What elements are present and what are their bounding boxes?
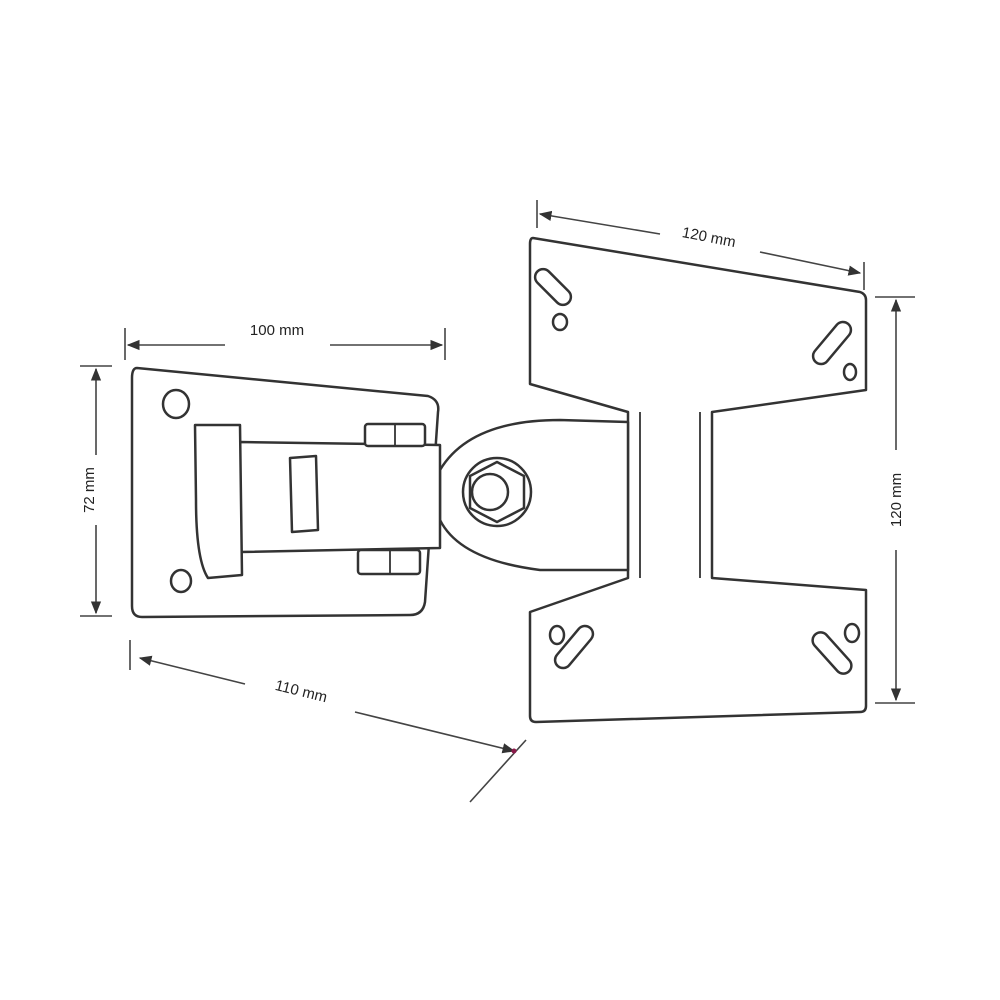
dimension-wall-plate-height: 120 mm (875, 296, 915, 704)
wall-plate (528, 236, 868, 724)
label-vesa-width: 100 mm (250, 322, 304, 339)
label-wall-plate-height: 120 mm (888, 473, 905, 527)
label-vesa-height: 72 mm (81, 467, 98, 513)
dimension-vesa-width: 100 mm (124, 322, 446, 360)
dimension-extension-depth: 110 mm (129, 640, 527, 803)
vesa-plate (130, 366, 442, 619)
pivot-joint (438, 418, 630, 572)
label-wall-plate-width: 120 mm (681, 224, 737, 251)
dimension-vesa-height: 72 mm (80, 365, 112, 617)
label-extension-depth: 110 mm (273, 677, 329, 706)
reference-marker (511, 748, 517, 754)
